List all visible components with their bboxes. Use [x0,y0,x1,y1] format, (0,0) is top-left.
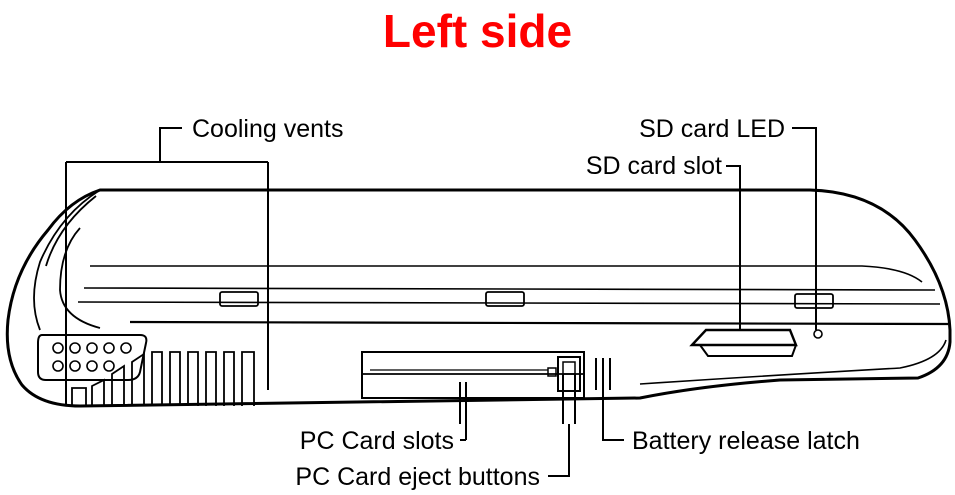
label-sd-card-led: SD card LED [639,115,785,143]
sd-card-led-drawing [813,329,823,339]
label-battery-release-latch: Battery release latch [632,427,860,455]
laptop-body [5,188,952,408]
label-pc-card-slots: PC Card slots [300,427,454,455]
battery-latch-drawing [595,358,611,390]
label-cooling-vents: Cooling vents [192,115,343,143]
lid-tabs [219,291,834,309]
lid-tab [794,293,834,309]
diagram-title: Left side [382,5,573,57]
lid-tab [219,291,259,307]
label-sd-card-slot: SD card slot [586,152,722,180]
lid-tab [485,291,525,307]
pc-card-slots-drawing [361,351,585,399]
cooling-vent-slots [71,351,255,406]
label-pc-card-eject-buttons: PC Card eject buttons [295,463,540,491]
sd-card-slot-drawing [689,328,798,357]
leader-lines [65,127,817,477]
vent-holes [37,334,148,381]
